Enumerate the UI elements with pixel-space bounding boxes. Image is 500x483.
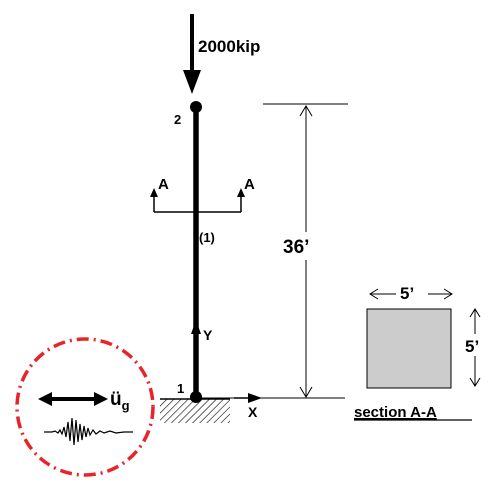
y-axis-label: Y (203, 327, 213, 343)
section-mark-left: A (158, 176, 169, 193)
section-width-label: 5’ (400, 284, 414, 303)
ground-motion-circle (15, 337, 155, 477)
node-label-bottom: 1 (177, 381, 184, 396)
width-label-bg (396, 282, 428, 302)
x-axis-arrow (234, 393, 262, 403)
section-rectangle (366, 308, 452, 389)
load-label: 2000kip (198, 37, 260, 56)
section-mark-right: A (244, 176, 255, 193)
member-label: (1) (199, 230, 215, 245)
section-depth-label: 5’ (465, 337, 479, 356)
double-arrow-icon (38, 392, 108, 406)
fixed-support (160, 398, 230, 423)
seismic-record-icon (44, 417, 133, 446)
y-axis-arrow (191, 320, 201, 334)
section-cut-line (150, 188, 245, 213)
depth-label-bg (462, 334, 496, 356)
top-node (190, 101, 202, 113)
x-axis-label: X (248, 404, 258, 420)
dimension-label-bg (280, 232, 332, 260)
ground-acceleration-label: üg (110, 389, 130, 413)
node-label-top: 2 (174, 112, 181, 127)
dimension-height-label: 36’ (283, 237, 309, 258)
section-caption: section A-A (354, 404, 437, 421)
load-arrow (183, 14, 201, 94)
